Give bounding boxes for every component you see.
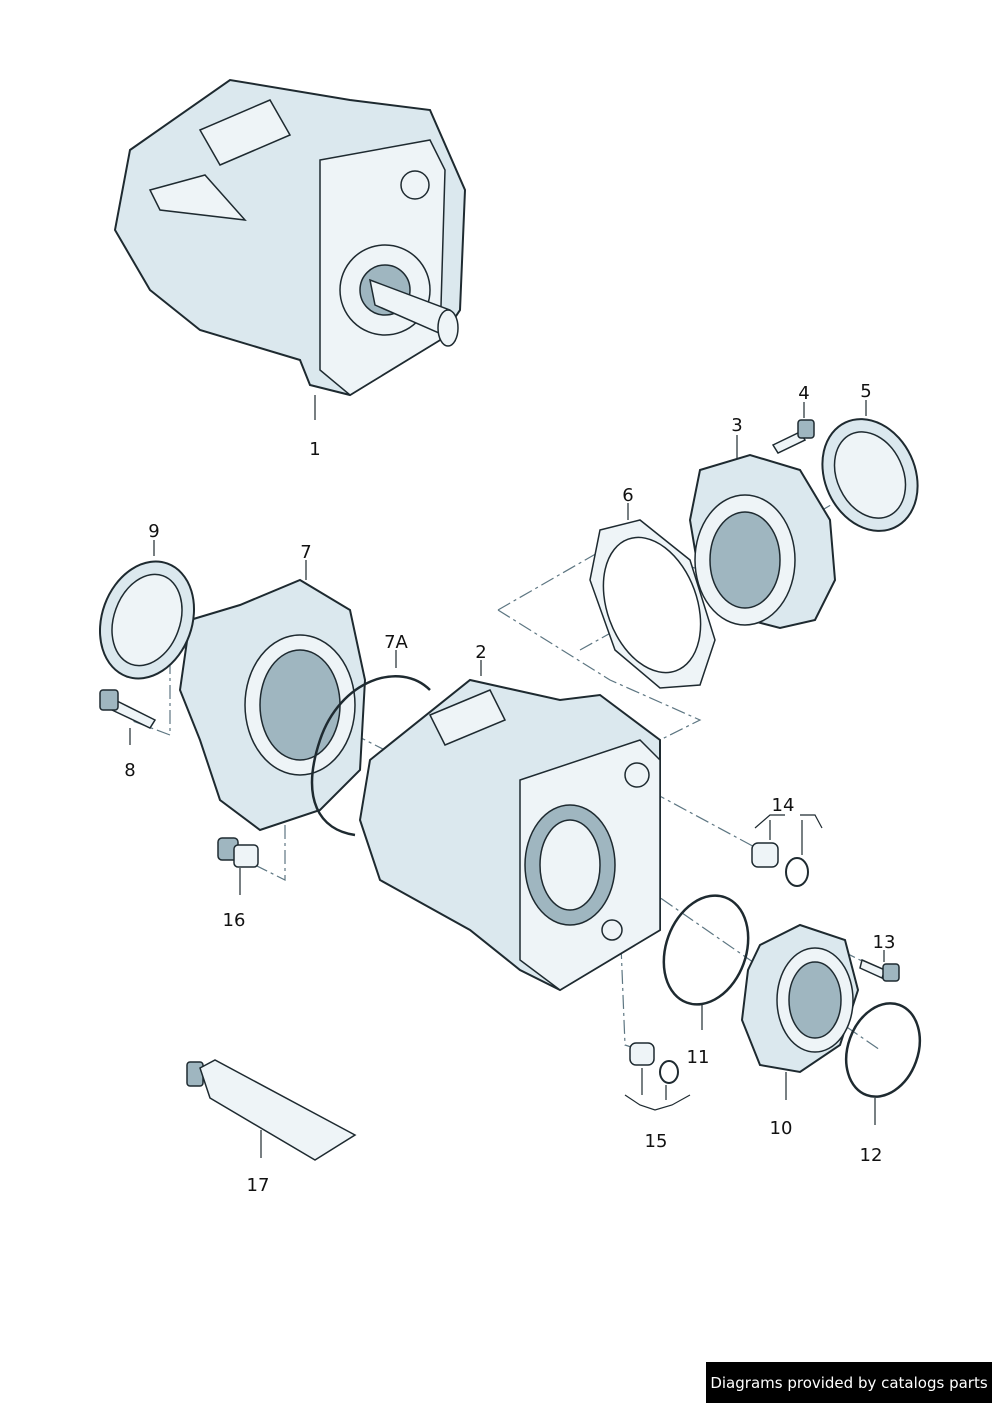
part-8-bolt xyxy=(99,689,157,729)
part-6-gasket xyxy=(589,519,716,689)
part-14-sleeve-and-ring xyxy=(751,814,823,887)
callout-14: 14 xyxy=(772,795,795,816)
callout-5: 5 xyxy=(860,381,871,402)
callout-10: 10 xyxy=(770,1118,793,1139)
callout-4: 4 xyxy=(798,383,809,404)
part-17-sealant-tube xyxy=(186,1059,357,1161)
part-13-bolt xyxy=(859,958,900,982)
callout-3: 3 xyxy=(731,415,742,436)
part-4-bolt xyxy=(771,419,815,454)
callout-1: 1 xyxy=(309,439,320,460)
part-5-seal xyxy=(821,418,919,532)
part-7a-snap-ring xyxy=(310,674,431,837)
part-10-flange xyxy=(740,923,860,1074)
callout-9: 9 xyxy=(148,521,159,542)
diagram-credit-badge: Diagrams provided by catalogs parts xyxy=(706,1362,992,1403)
part-1-transfer-case-assembly xyxy=(113,78,467,397)
part-2-housing xyxy=(358,678,661,992)
callout-15: 15 xyxy=(645,1131,668,1152)
part-12-o-ring xyxy=(844,1002,922,1098)
part-9-seal xyxy=(98,560,196,680)
part-11-o-ring xyxy=(662,894,750,1006)
part-15-sleeve-and-ring xyxy=(624,1042,691,1111)
part-7-cover xyxy=(178,578,367,832)
callout-11: 11 xyxy=(687,1047,710,1068)
callout-7a: 7A xyxy=(384,632,408,653)
part-3-bearing-housing xyxy=(688,453,837,630)
callout-6: 6 xyxy=(622,485,633,506)
callout-2: 2 xyxy=(475,642,486,663)
callout-16: 16 xyxy=(223,910,246,931)
callout-13: 13 xyxy=(873,932,896,953)
callout-17: 17 xyxy=(247,1175,270,1196)
callout-7: 7 xyxy=(300,542,311,563)
callout-8: 8 xyxy=(124,760,135,781)
callout-12: 12 xyxy=(860,1145,883,1166)
part-16-plug xyxy=(217,837,259,868)
